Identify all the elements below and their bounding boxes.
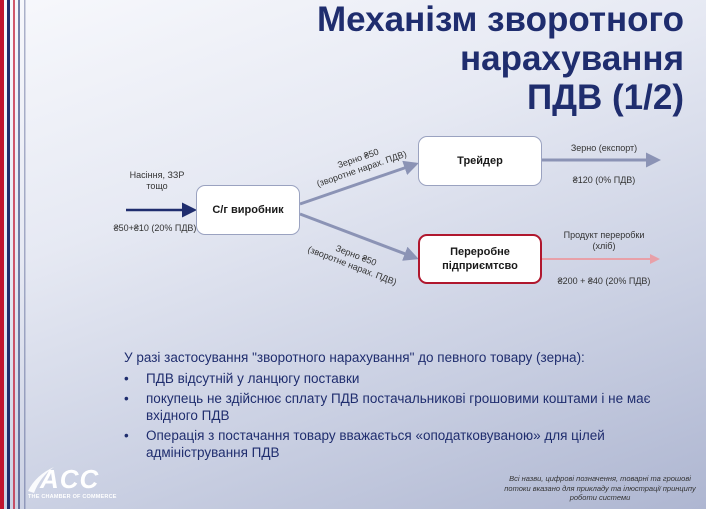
decorative-stripes — [0, 0, 26, 509]
logo-name: ACC — [40, 464, 100, 494]
list-item: • покупець не здійснює сплату ПДВ постача… — [124, 391, 684, 424]
producer-box: С/г виробник — [196, 185, 300, 235]
proc-out-bottom: ₴200 + ₴40 (20% ПДВ) — [557, 276, 651, 286]
trader-box: Трейдер — [418, 136, 542, 186]
list-item-text: ПДВ відсутній у ланцюгу поставки — [146, 370, 360, 386]
bullet-intro: У разі застосування "зворотного нарахува… — [124, 350, 585, 365]
to-processor-arrow — [299, 212, 419, 261]
processor-box: Переробне підприємтсво — [418, 234, 542, 284]
input-label-bottom: ₴50+₴10 (20% ПДВ) — [113, 223, 197, 233]
proc-out-top: Продукт переробки (хліб) — [563, 230, 645, 251]
list-item: • ПДВ відсутній у ланцюгу поставки — [124, 371, 684, 388]
processor-label: Переробне підприємтсво — [442, 246, 518, 272]
acc-logo: ACC THE CHAMBER OF COMMERCE — [26, 465, 122, 505]
list-item: • Операція з постачання товару вважається… — [124, 428, 684, 461]
input-label-top: Насіння, ЗЗР тощо — [129, 170, 185, 191]
disclaimer-note: Всі назви, цифрові позначення, товарні т… — [504, 474, 696, 502]
bullet-marker: • — [124, 391, 129, 406]
to-trader-arrow — [299, 160, 419, 206]
trader-out-top: Зерно (експорт) — [570, 143, 638, 153]
title-line-2: ПДВ (1/2) — [526, 78, 684, 117]
trader-out-bottom: ₴120 (0% ПДВ) — [572, 175, 636, 185]
logo-swoosh-icon — [28, 467, 54, 493]
bullet-marker: • — [124, 428, 129, 443]
title-line-1: Механізм зворотного нарахування — [317, 0, 684, 78]
list-item-text: Операція з постачання товару вважається … — [146, 428, 605, 460]
page-title: Механізм зворотного нарахування ПДВ (1/2… — [104, 0, 684, 117]
list-item-text: покупець не здійснює сплату ПДВ постачал… — [146, 391, 651, 423]
bullet-section: У разі застосування "зворотного нарахува… — [124, 350, 684, 465]
bullet-marker: • — [124, 370, 129, 386]
producer-label: С/г виробник — [212, 204, 284, 216]
bullet-list: • ПДВ відсутній у ланцюгу поставки • покуп… — [124, 371, 684, 462]
trader-label: Трейдер — [457, 155, 503, 167]
logo-subtitle: THE CHAMBER OF COMMERCE — [28, 494, 117, 500]
